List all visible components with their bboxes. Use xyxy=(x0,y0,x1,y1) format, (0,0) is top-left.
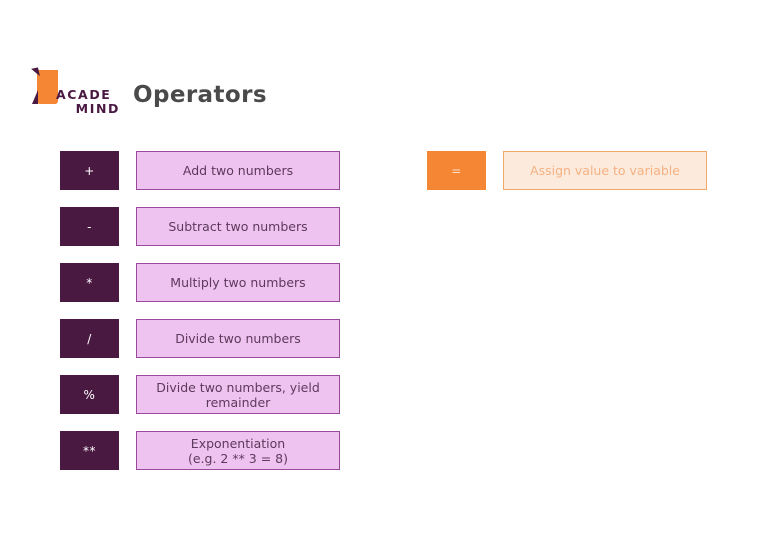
assignment-operators-list: = Assign value to variable xyxy=(427,151,707,207)
operator-description: Multiply two numbers xyxy=(136,263,340,302)
operator-symbol-minus[interactable]: - xyxy=(60,207,119,246)
logo-wordmark: ACADE MIND xyxy=(56,88,122,116)
operator-description-line2: remainder xyxy=(205,394,271,410)
operator-symbol-equals[interactable]: = xyxy=(427,151,486,190)
logo-flag-icon xyxy=(31,67,58,104)
operator-description: Subtract two numbers xyxy=(136,207,340,246)
operator-description-line1: Subtract two numbers xyxy=(168,219,308,234)
logo-wordmark-line1: ACADE xyxy=(56,87,112,102)
operator-description: Divide two numbers xyxy=(136,319,340,358)
operator-description: Exponentiation (e.g. 2 ** 3 = 8) xyxy=(136,431,340,470)
operator-row: % Divide two numbers, yield remainder xyxy=(60,375,340,414)
operator-description-line2: (e.g. 2 ** 3 = 8) xyxy=(187,450,289,466)
operator-description: Add two numbers xyxy=(136,151,340,190)
operator-symbol-plus[interactable]: + xyxy=(60,151,119,190)
logo-wordmark-line2: MIND xyxy=(75,101,120,116)
operator-row: = Assign value to variable xyxy=(427,151,707,190)
operator-description-line1: Divide two numbers xyxy=(175,331,301,346)
operator-symbol-slash[interactable]: / xyxy=(60,319,119,358)
logo-flag-corner xyxy=(32,90,38,104)
operator-description-line1: Add two numbers xyxy=(182,163,294,178)
operator-description-text: Subtract two numbers xyxy=(168,219,307,234)
slide-header: ACADE MIND Operators xyxy=(0,0,768,140)
operator-symbol-percent[interactable]: % xyxy=(60,375,119,414)
operator-description-text: Divide two numbers, yield remainder xyxy=(156,380,320,410)
operator-description-line1: Exponentiation xyxy=(190,435,286,451)
operator-description-text: Add two numbers xyxy=(183,163,293,178)
operator-row: / Divide two numbers xyxy=(60,319,340,358)
operator-description-text: Multiply two numbers xyxy=(170,275,305,290)
operator-row: + Add two numbers xyxy=(60,151,340,190)
operator-description: Divide two numbers, yield remainder xyxy=(136,375,340,414)
operator-description-line1: Multiply two numbers xyxy=(170,275,306,290)
operator-row: - Subtract two numbers xyxy=(60,207,340,246)
academind-logo: ACADE MIND xyxy=(28,67,122,120)
arithmetic-operators-list: + Add two numbers - Subtract two numbers… xyxy=(60,151,340,487)
operator-description-text: Divide two numbers xyxy=(175,331,301,346)
operator-symbol-asterisk[interactable]: * xyxy=(60,263,119,302)
page-title: Operators xyxy=(133,82,267,108)
logo-flag-body xyxy=(37,70,58,104)
logo-flag-notch xyxy=(31,67,40,78)
operator-description-line1: Assign value to variable xyxy=(530,163,680,178)
operator-description: Assign value to variable xyxy=(503,151,707,190)
operator-row: ** Exponentiation (e.g. 2 ** 3 = 8) xyxy=(60,431,340,470)
operator-symbol-exponent[interactable]: ** xyxy=(60,431,119,470)
operator-description-text: Exponentiation (e.g. 2 ** 3 = 8) xyxy=(188,436,288,466)
operator-row: * Multiply two numbers xyxy=(60,263,340,302)
operator-description-line1: Divide two numbers, yield xyxy=(156,379,320,395)
operator-description-text: Assign value to variable xyxy=(530,163,680,178)
